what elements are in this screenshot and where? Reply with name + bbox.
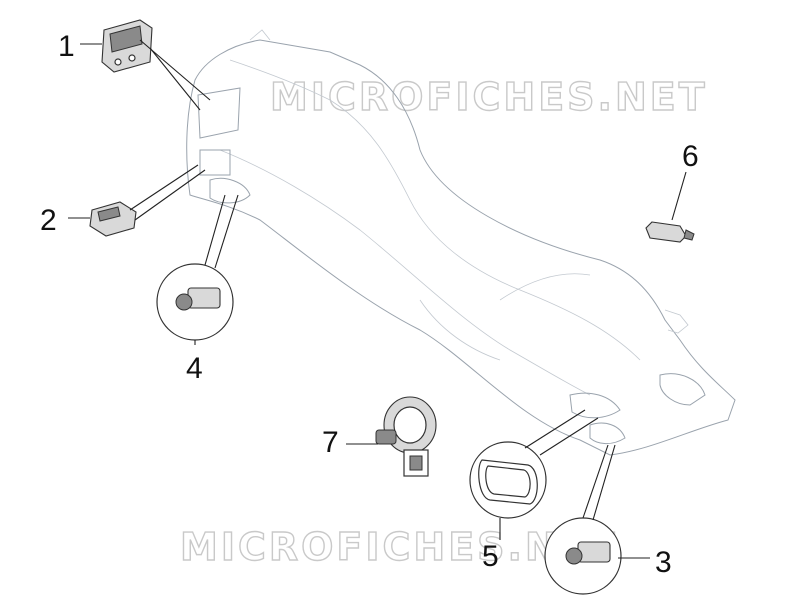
handlebar-cover (186, 29, 736, 456)
part-6-bulb (645, 221, 695, 243)
part-5-bezel (469, 441, 547, 519)
callout-5: 5 (482, 540, 499, 573)
callout-4: 4 (186, 352, 203, 385)
callout-6: 6 (682, 140, 699, 173)
part-2-switch (89, 201, 137, 237)
callout-2: 2 (40, 204, 57, 237)
part-1-switch (101, 19, 153, 73)
watermark-bottom: MICROFICHES.NET (180, 525, 618, 569)
callout-1: 1 (58, 30, 75, 63)
part-3-button (544, 517, 622, 595)
callout-labels: 1 2 3 4 5 6 7 (40, 30, 699, 579)
leader-lines (68, 39, 687, 559)
callout-3: 3 (655, 546, 672, 579)
part-7-horn (375, 396, 437, 477)
part-4-button (156, 263, 234, 341)
watermark-top: MICROFICHES.NET (270, 75, 708, 119)
callout-7: 7 (322, 426, 339, 459)
